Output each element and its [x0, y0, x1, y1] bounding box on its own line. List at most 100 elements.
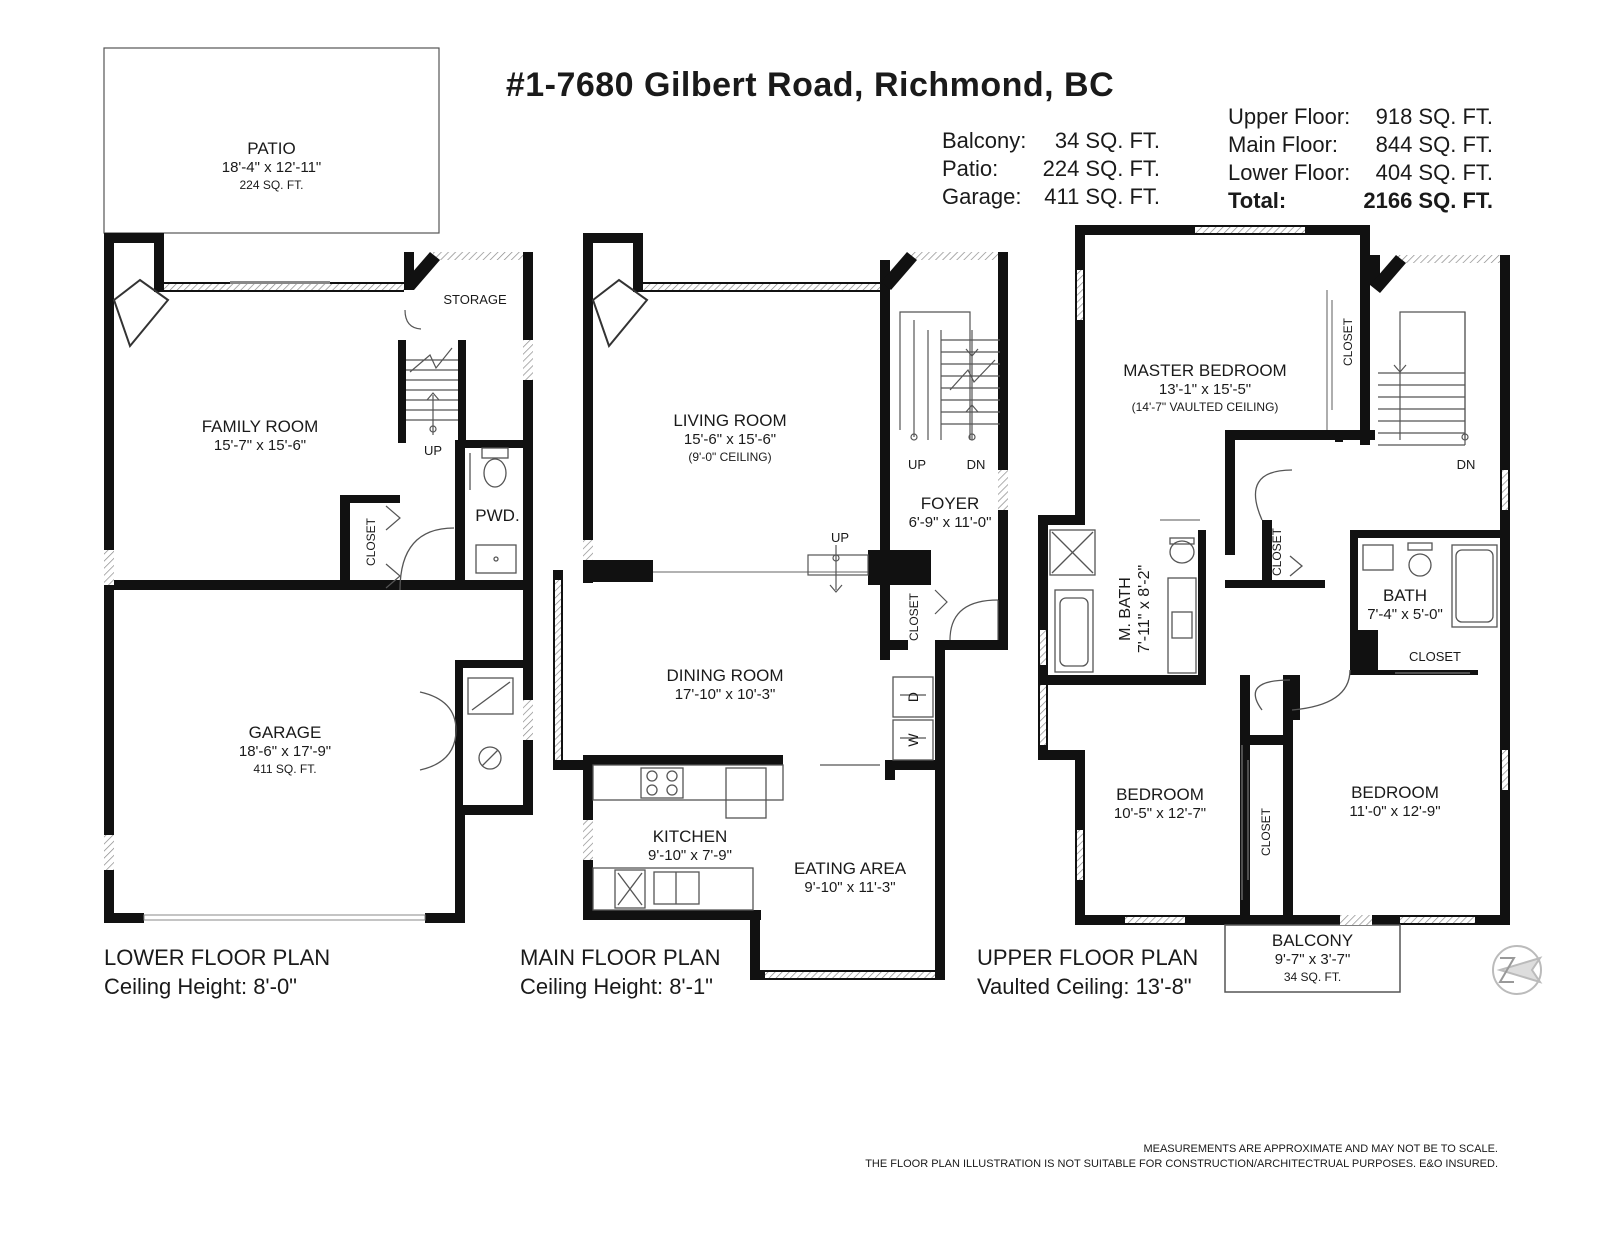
area-value: 918 SQ. FT.	[1375, 104, 1493, 129]
room-name: DINING ROOM	[666, 666, 784, 685]
room-master-bath: M. BATH 7'-11" x 8'-2"	[1116, 554, 1154, 664]
total-value: 2166 SQ. FT.	[1363, 188, 1493, 213]
room-storage: STORAGE	[443, 292, 507, 307]
room-name: M. BATH	[1117, 577, 1134, 641]
total-label: Total:	[1228, 188, 1287, 213]
room-area: 34 SQ. FT.	[1283, 970, 1342, 984]
room-balcony: BALCONY 9'-7" x 3'-7" 34 SQ. FT.	[1250, 930, 1375, 985]
area-label: Patio:	[942, 156, 999, 181]
floor-ceiling: Ceiling Height: 8'-1"	[520, 974, 713, 999]
floor-ceiling: Vaulted Ceiling: 13'-8"	[977, 974, 1192, 999]
room-area: 411 SQ. FT.	[253, 762, 317, 776]
disclaimer: MEASUREMENTS ARE APPROXIMATE AND MAY NOT…	[865, 1142, 1498, 1172]
area-value: 404 SQ. FT.	[1375, 160, 1493, 185]
floor-name: MAIN FLOOR PLAN	[520, 945, 721, 970]
area-row-garage: Garage: 411 SQ. FT.	[942, 184, 1160, 210]
room-dims: 7'-4" x 5'-0"	[1367, 606, 1443, 624]
room-bedroom-2: BEDROOM 10'-5" x 12'-7"	[1085, 784, 1235, 824]
room-master-bedroom: MASTER BEDROOM 13'-1" x 15'-5" (14'-7" V…	[1095, 360, 1315, 415]
patio-outline	[103, 47, 440, 234]
room-dims: 10'-5" x 12'-7"	[1113, 805, 1207, 823]
disclaimer-line-1: MEASUREMENTS ARE APPROXIMATE AND MAY NOT…	[1143, 1143, 1498, 1155]
room-powder: PWD.	[475, 506, 520, 525]
area-value: 34 SQ. FT.	[1054, 128, 1160, 153]
room-foyer: FOYER 6'-9" x 11'-0"	[890, 493, 1010, 533]
room-kitchen: KITCHEN 9'-10" x 7'-9"	[615, 826, 765, 866]
floor-name: LOWER FLOOR PLAN	[104, 945, 331, 970]
room-bath-closet: CLOSET	[1408, 649, 1461, 664]
north-arrow-icon	[1492, 945, 1543, 995]
room-name: LIVING ROOM	[673, 411, 787, 430]
main-floor-plan	[553, 233, 1008, 980]
room-bedroom-2-closet: CLOSET	[1259, 808, 1273, 857]
room-bath: BATH 7'-4" x 5'-0"	[1350, 585, 1460, 625]
label-dryer: D	[905, 691, 921, 703]
upper-floor-plan	[1038, 225, 1543, 995]
room-name: FOYER	[920, 494, 980, 513]
area-label: Upper Floor:	[1228, 104, 1351, 129]
room-dims: 15'-6" x 15'-6"	[683, 431, 777, 449]
property-address-title: #1-7680 Gilbert Road, Richmond, BC	[505, 66, 1115, 104]
room-bedroom-3: BEDROOM 11'-0" x 12'-9"	[1305, 782, 1485, 822]
room-note: (14'-7" VAULTED CEILING)	[1131, 400, 1279, 414]
room-dims: 13'-1" x 15'-5"	[1158, 381, 1252, 399]
room-dims: 6'-9" x 11'-0"	[908, 514, 992, 532]
area-row-patio: Patio: 224 SQ. FT.	[942, 156, 1160, 182]
balcony-outline	[1224, 924, 1401, 993]
label-main-up: UP	[907, 457, 927, 472]
room-hall-closet: CLOSET	[1270, 528, 1284, 577]
room-area: 224 SQ. FT.	[239, 178, 304, 192]
area-row-total: Total: 2166 SQ. FT.	[1228, 188, 1493, 214]
area-label: Lower Floor:	[1228, 160, 1351, 185]
room-name: BATH	[1382, 586, 1428, 605]
lower-floor-plan	[103, 47, 533, 923]
room-dims: 9'-10" x 11'-3"	[804, 879, 896, 897]
label-washer: W	[905, 733, 921, 747]
room-main-closet: CLOSET	[907, 593, 921, 642]
room-name: BALCONY	[1271, 931, 1354, 950]
label-upper-dn: DN	[1456, 457, 1476, 472]
label-main-dn: DN	[966, 457, 986, 472]
room-dining-room: DINING ROOM 17'-10" x 10'-3"	[615, 665, 835, 705]
room-master-closet: CLOSET	[1341, 318, 1355, 367]
floor-ceiling: Ceiling Height: 8'-0"	[104, 974, 297, 999]
room-patio: PATIO 18'-4" x 12'-11" 224 SQ. FT.	[104, 138, 439, 193]
room-dims: 11'-0" x 12'-9"	[1349, 803, 1441, 821]
label-main-up-2: UP	[830, 530, 850, 545]
room-living-room: LIVING ROOM 15'-6" x 15'-6" (9'-0" CEILI…	[630, 410, 830, 465]
room-name: BEDROOM	[1116, 785, 1204, 804]
room-name: BEDROOM	[1351, 783, 1439, 802]
room-dims: 15'-7" x 15'-6"	[213, 437, 307, 455]
main-floor-caption: MAIN FLOOR PLAN Ceiling Height: 8'-1"	[520, 943, 720, 1001]
disclaimer-line-2: THE FLOOR PLAN ILLUSTRATION IS NOT SUITA…	[865, 1158, 1498, 1170]
room-garage: GARAGE 18'-6" x 17'-9" 411 SQ. FT.	[150, 722, 420, 777]
room-dims: 9'-7" x 3'-7"	[1274, 951, 1351, 969]
area-label: Main Floor:	[1228, 132, 1339, 157]
lower-floor-caption: LOWER FLOOR PLAN Ceiling Height: 8'-0"	[104, 943, 330, 1001]
area-row-upper: Upper Floor: 918 SQ. FT.	[1228, 104, 1493, 130]
area-label: Garage:	[942, 184, 1022, 209]
area-row-balcony: Balcony: 34 SQ. FT.	[942, 128, 1160, 154]
area-value: 411 SQ. FT.	[1044, 184, 1160, 209]
room-eating-area: EATING AREA 9'-10" x 11'-3"	[770, 858, 930, 898]
floor-name: UPPER FLOOR PLAN	[977, 945, 1199, 970]
area-value: 224 SQ. FT.	[1042, 156, 1160, 181]
area-label: Balcony:	[942, 128, 1027, 153]
room-dims: 9'-10" x 7'-9"	[648, 847, 732, 865]
room-name: MASTER BEDROOM	[1123, 361, 1287, 380]
room-dims: 18'-4" x 12'-11"	[221, 159, 322, 177]
room-name: EATING AREA	[793, 859, 907, 878]
label-lower-up: UP	[423, 443, 443, 458]
room-note: (9'-0" CEILING)	[688, 450, 772, 464]
room-name: PATIO	[247, 139, 296, 158]
area-value: 844 SQ. FT.	[1375, 132, 1493, 157]
room-dims: 17'-10" x 10'-3"	[674, 686, 776, 704]
area-row-lower: Lower Floor: 404 SQ. FT.	[1228, 160, 1493, 186]
room-family-room: FAMILY ROOM 15'-7" x 15'-6"	[160, 416, 360, 456]
room-name: KITCHEN	[652, 827, 728, 846]
upper-floor-caption: UPPER FLOOR PLAN Vaulted Ceiling: 13'-8"	[977, 943, 1198, 1001]
room-lower-closet: CLOSET	[364, 518, 378, 567]
room-dims: 18'-6" x 17'-9"	[238, 743, 332, 761]
area-row-main: Main Floor: 844 SQ. FT.	[1228, 132, 1493, 158]
